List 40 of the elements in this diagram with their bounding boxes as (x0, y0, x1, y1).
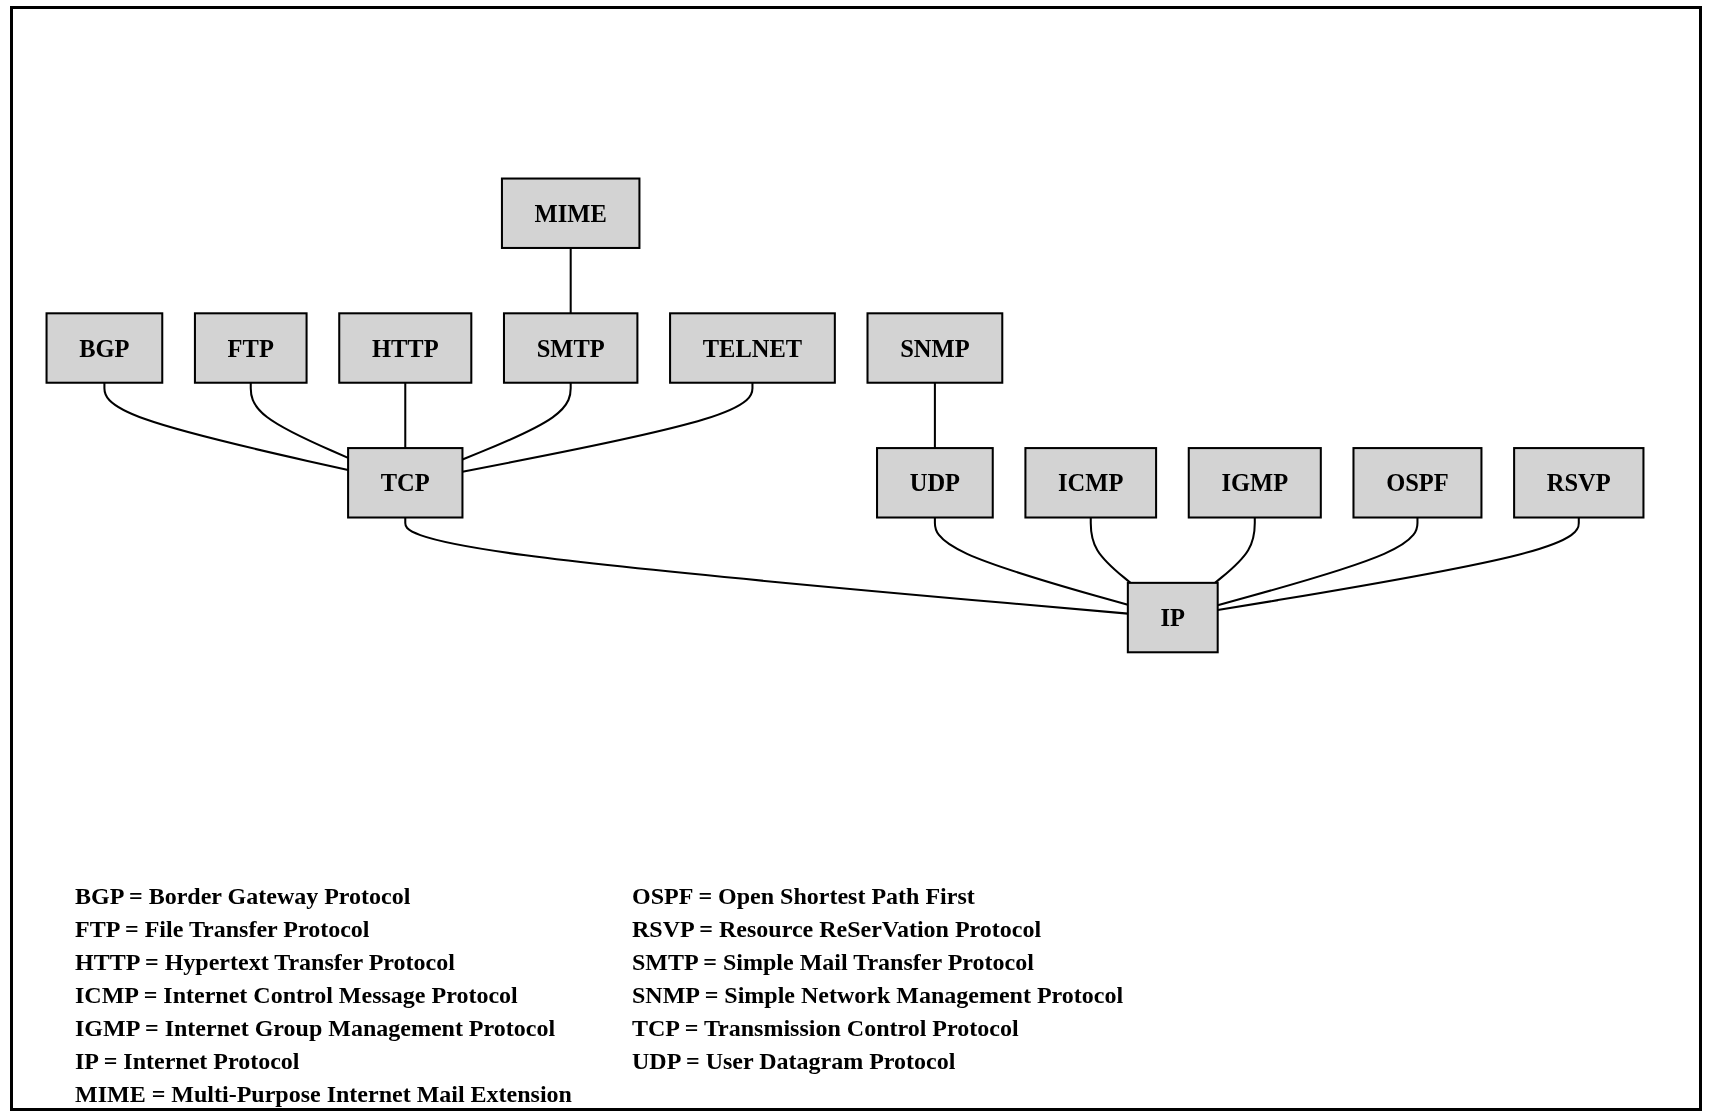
abbreviation-definition: SMTP = Simple Mail Transfer Protocol (631, 948, 1035, 977)
abbreviation-definition: MIME = Multi-Purpose Internet Mail Extension (75, 1080, 572, 1109)
protocol-diagram: MIME BGP FTP HTTP SMTP TELNET SNMP TCP UDP ICMP IGMP OSPF RSVP IP (40, 171, 1650, 659)
abbreviation-definition: FTP = File Transfer Protocol (75, 915, 371, 944)
abbreviation-definition: RSVP = Resource ReSerVation Protocol (631, 915, 1043, 944)
node-box (1352, 446, 1483, 519)
abbreviation-definition: OSPF = Open Shortest Path First (631, 882, 976, 911)
connector (1217, 517, 1419, 606)
abbreviation-definition: BGP = Border Gateway Protocol (75, 882, 412, 911)
connector (249, 382, 349, 459)
abbreviation-definition: HTTP = Hypertext Transfer Protocol (75, 948, 456, 977)
connector (569, 247, 572, 313)
node-box (338, 311, 473, 384)
node-box (669, 311, 836, 384)
connector (1217, 517, 1580, 611)
abbreviation-definition: TCP = Transmission Control Protocol (631, 1014, 1020, 1043)
node-box (45, 311, 164, 384)
node-box (866, 311, 1004, 384)
node-box (876, 446, 994, 519)
abbreviation-definition: UDP = User Datagram Protocol (631, 1047, 957, 1076)
connector (462, 382, 572, 461)
node-box (1126, 581, 1219, 653)
connector (1089, 517, 1132, 584)
node-box (1024, 446, 1158, 519)
connector (933, 382, 936, 448)
node-box (502, 311, 639, 384)
abbreviation-definition: ICMP = Internet Control Message Protocol (75, 981, 519, 1010)
node-box (193, 311, 308, 384)
connector (462, 382, 754, 473)
abbreviation-definition: SNMP = Simple Network Management Protocol (631, 981, 1124, 1010)
connector (404, 382, 407, 448)
node-box (1513, 446, 1645, 519)
abbreviation-definition: IP = Internet Protocol (75, 1047, 301, 1076)
abbreviation-definition: IGMP = Internet Group Management Protocol (75, 1014, 557, 1043)
node-box (347, 446, 464, 519)
node-box (500, 177, 641, 249)
node-box (1187, 446, 1322, 519)
connector (103, 382, 349, 471)
connector (404, 517, 1128, 615)
connector (1214, 517, 1256, 584)
